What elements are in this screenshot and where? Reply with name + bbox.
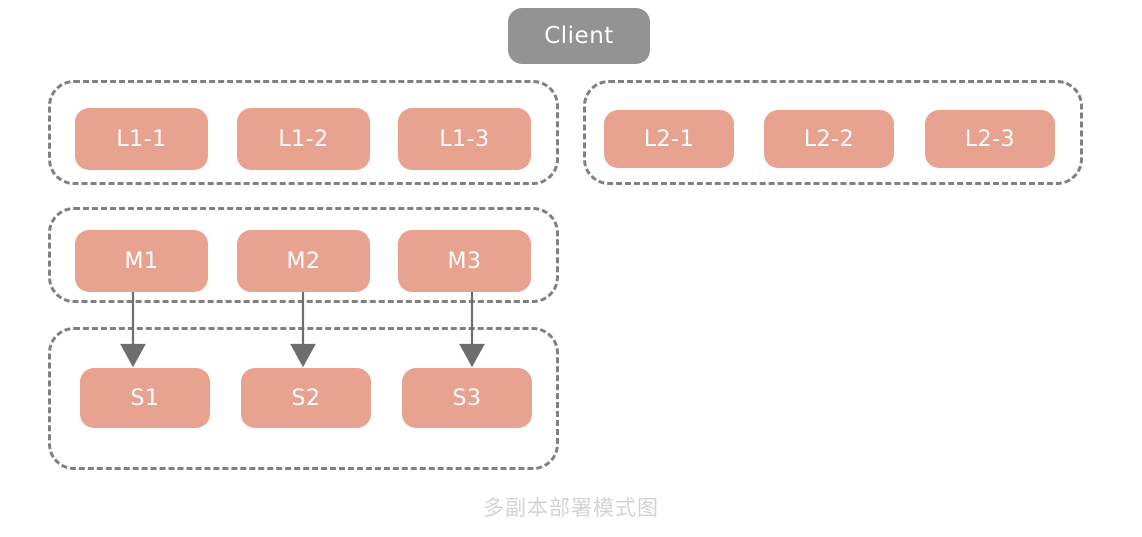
- group-container-l1: [48, 80, 559, 185]
- node-l2-3[interactable]: L2-3: [925, 110, 1055, 168]
- node-s2[interactable]: S2: [241, 368, 371, 428]
- node-l2-2[interactable]: L2-2: [764, 110, 894, 168]
- node-l1-1[interactable]: L1-1: [75, 108, 208, 170]
- group-container-l2: [583, 80, 1083, 185]
- node-m2[interactable]: M2: [237, 230, 370, 292]
- node-l1-3[interactable]: L1-3: [398, 108, 531, 170]
- node-s3[interactable]: S3: [402, 368, 532, 428]
- node-m1[interactable]: M1: [75, 230, 208, 292]
- client-node[interactable]: Client: [508, 8, 650, 64]
- node-l1-2[interactable]: L1-2: [237, 108, 370, 170]
- node-l2-1[interactable]: L2-1: [604, 110, 734, 168]
- node-s1[interactable]: S1: [80, 368, 210, 428]
- diagram-caption: 多副本部署模式图: [483, 496, 659, 520]
- node-m3[interactable]: M3: [398, 230, 531, 292]
